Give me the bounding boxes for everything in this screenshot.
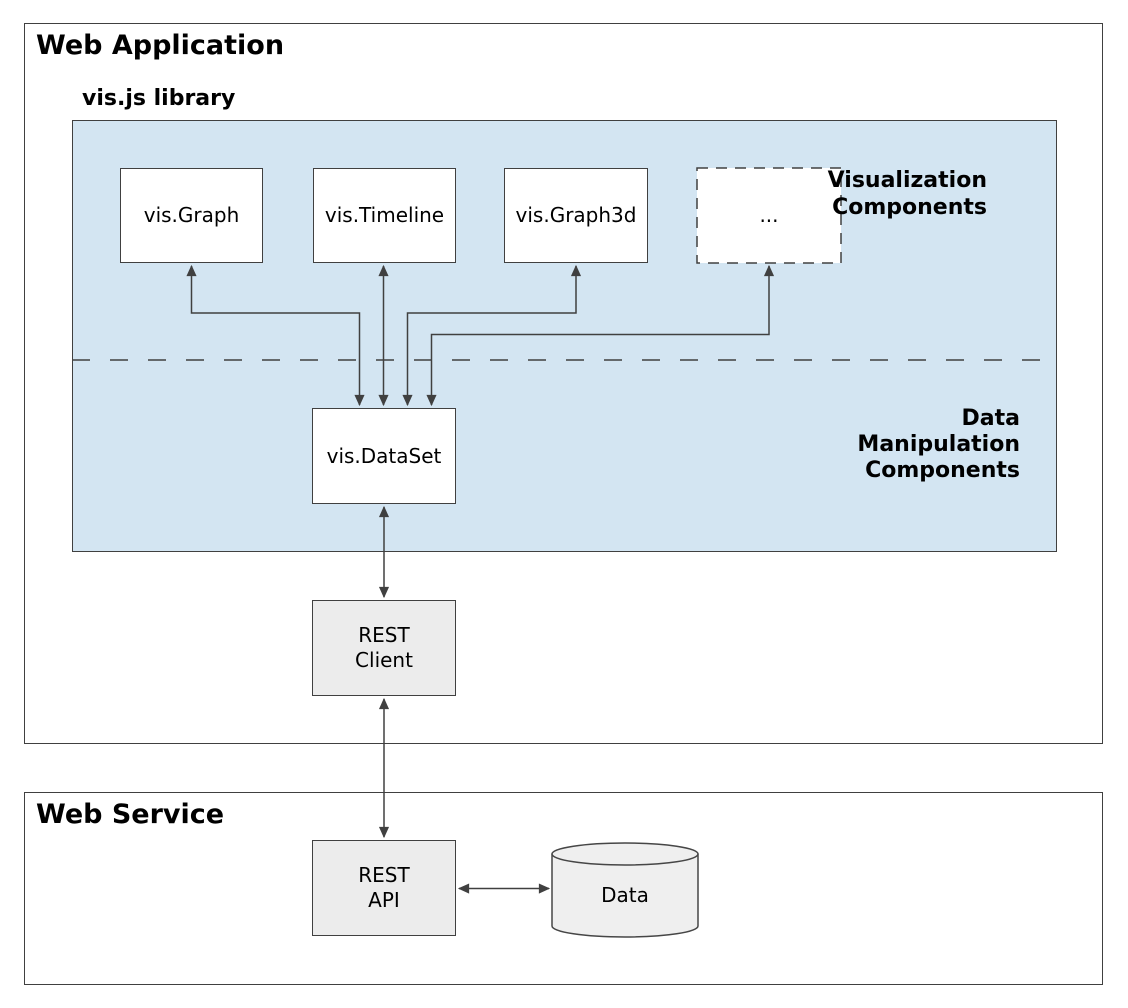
web-application-container xyxy=(24,23,1103,744)
vis-timeline-box: vis.Timeline xyxy=(313,168,456,263)
web-application-title: Web Application xyxy=(36,30,285,61)
rest-client-box: REST Client xyxy=(312,600,456,696)
web-service-container xyxy=(24,792,1103,985)
visualization-components-label: Visualization Components xyxy=(827,168,987,220)
data-manipulation-components-label: Data Manipulation Components xyxy=(857,406,1020,483)
vis-graph-box: vis.Graph xyxy=(120,168,263,263)
web-service-title: Web Service xyxy=(36,799,225,830)
data-store-label: Data xyxy=(601,882,649,907)
more-components-box: ... xyxy=(759,203,779,227)
visjs-library-title: vis.js library xyxy=(82,86,236,111)
rest-api-box: REST API xyxy=(312,840,456,936)
vis-graph3d-box: vis.Graph3d xyxy=(504,168,648,263)
vis-dataset-box: vis.DataSet xyxy=(312,408,456,504)
